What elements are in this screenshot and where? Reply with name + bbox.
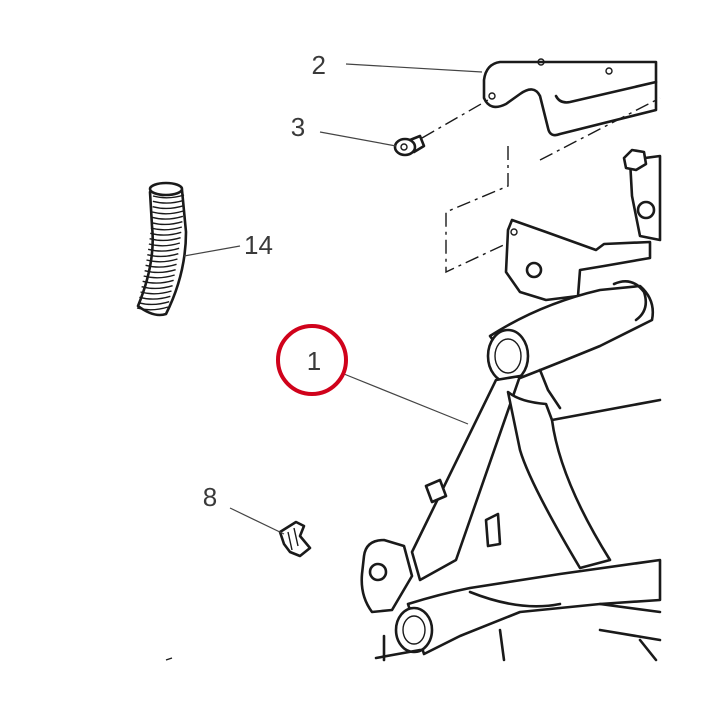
hose-rib <box>150 226 183 231</box>
hose-rib <box>151 215 184 220</box>
cropped-mark <box>165 657 173 661</box>
hose-rib <box>142 279 174 284</box>
hose-rib <box>152 199 185 204</box>
hose-rib <box>147 252 179 258</box>
hose-rib <box>152 204 184 210</box>
hose-rib <box>149 236 181 242</box>
hose-rib <box>139 295 171 300</box>
callout-14-label[interactable]: 14 <box>244 230 273 260</box>
hose-rib <box>147 247 180 252</box>
part-1-frame[interactable] <box>360 148 662 662</box>
hose-rib <box>138 300 170 306</box>
callout-1-leader <box>343 373 469 425</box>
callout-14-leader <box>183 245 241 257</box>
hose-rib <box>143 274 175 279</box>
part-2-bracket[interactable] <box>445 58 661 274</box>
hose-rib <box>145 263 177 268</box>
callout-3-label[interactable]: 3 <box>291 112 305 142</box>
callout-2-label[interactable]: 2 <box>312 50 326 80</box>
hose-rib <box>140 290 172 295</box>
callout-1-highlight-ring <box>276 324 348 396</box>
hose-rib <box>152 194 185 199</box>
hose-rib <box>152 210 184 215</box>
part-3-screw[interactable] <box>393 99 489 157</box>
callout-8-label[interactable]: 8 <box>203 482 217 512</box>
hose-rib <box>141 284 173 290</box>
hose-rib <box>146 258 178 263</box>
hose-rib <box>148 242 181 247</box>
callout-3-leader <box>319 131 397 147</box>
hose-rib <box>136 306 169 311</box>
part-14-hose[interactable] <box>136 181 188 317</box>
part-8-clip[interactable] <box>278 520 312 558</box>
hose-rib <box>144 268 176 274</box>
callout-8-leader <box>229 507 285 535</box>
hose-rib <box>151 220 183 226</box>
callout-1-label[interactable]: 1 <box>307 346 321 376</box>
hose-rib <box>150 231 182 236</box>
callout-2-leader <box>345 63 483 73</box>
